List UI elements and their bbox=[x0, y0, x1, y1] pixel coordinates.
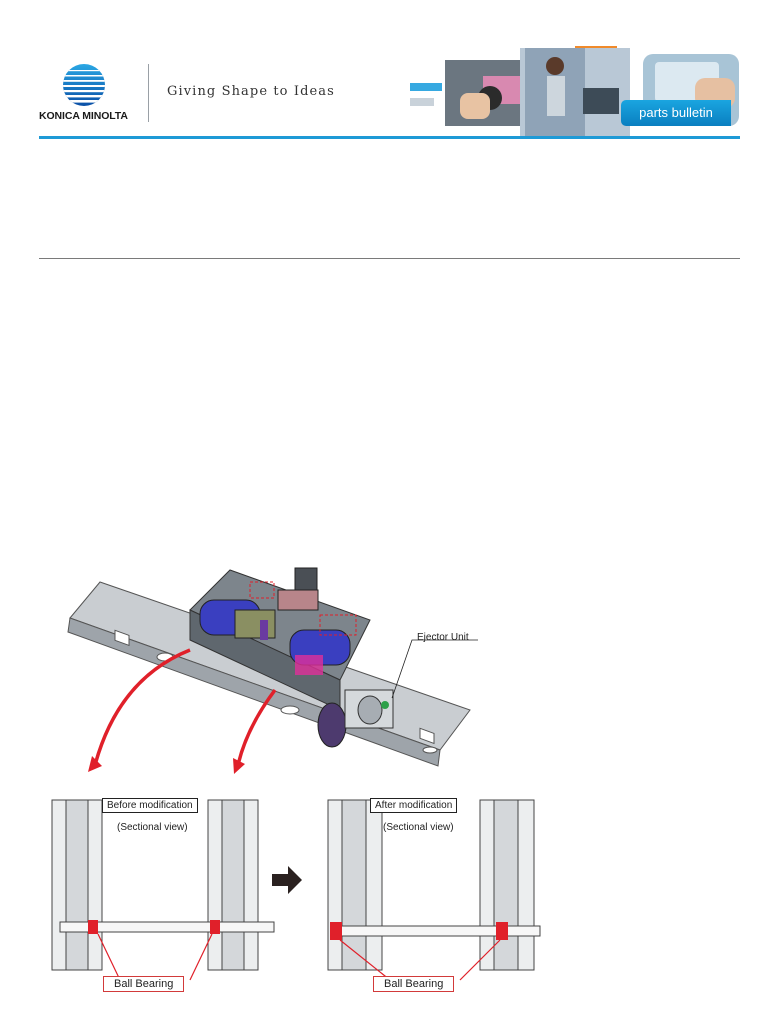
logo-divider bbox=[148, 64, 149, 122]
brand-logo-text: KONICA MINOLTA bbox=[39, 110, 128, 122]
after-sectional-view bbox=[327, 799, 541, 981]
before-modification-title: Before modification bbox=[102, 798, 198, 813]
parts-bulletin-badge: parts bulletin bbox=[621, 100, 731, 126]
before-sectional-subtitle: (Sectional view) bbox=[117, 822, 188, 833]
after-modification-title: After modification bbox=[370, 798, 458, 813]
arrow-right-icon bbox=[272, 866, 302, 894]
ejector-unit-label: Ejector Unit bbox=[417, 632, 469, 643]
before-ball-bearing-label: Ball Bearing bbox=[103, 976, 185, 992]
after-ball-bearing-label: Ball Bearing bbox=[373, 976, 455, 992]
tagline: Giving Shape to Ideas bbox=[167, 84, 335, 99]
ejector-unit-illustration bbox=[67, 567, 471, 767]
ejector-unit-diagram bbox=[51, 567, 541, 981]
header-rule bbox=[39, 136, 740, 139]
konica-minolta-globe-icon bbox=[63, 64, 105, 106]
before-sectional-view bbox=[51, 799, 275, 981]
section-divider bbox=[39, 258, 740, 259]
header-photo-banner bbox=[410, 46, 739, 136]
after-sectional-subtitle: (Sectional view) bbox=[383, 822, 454, 833]
